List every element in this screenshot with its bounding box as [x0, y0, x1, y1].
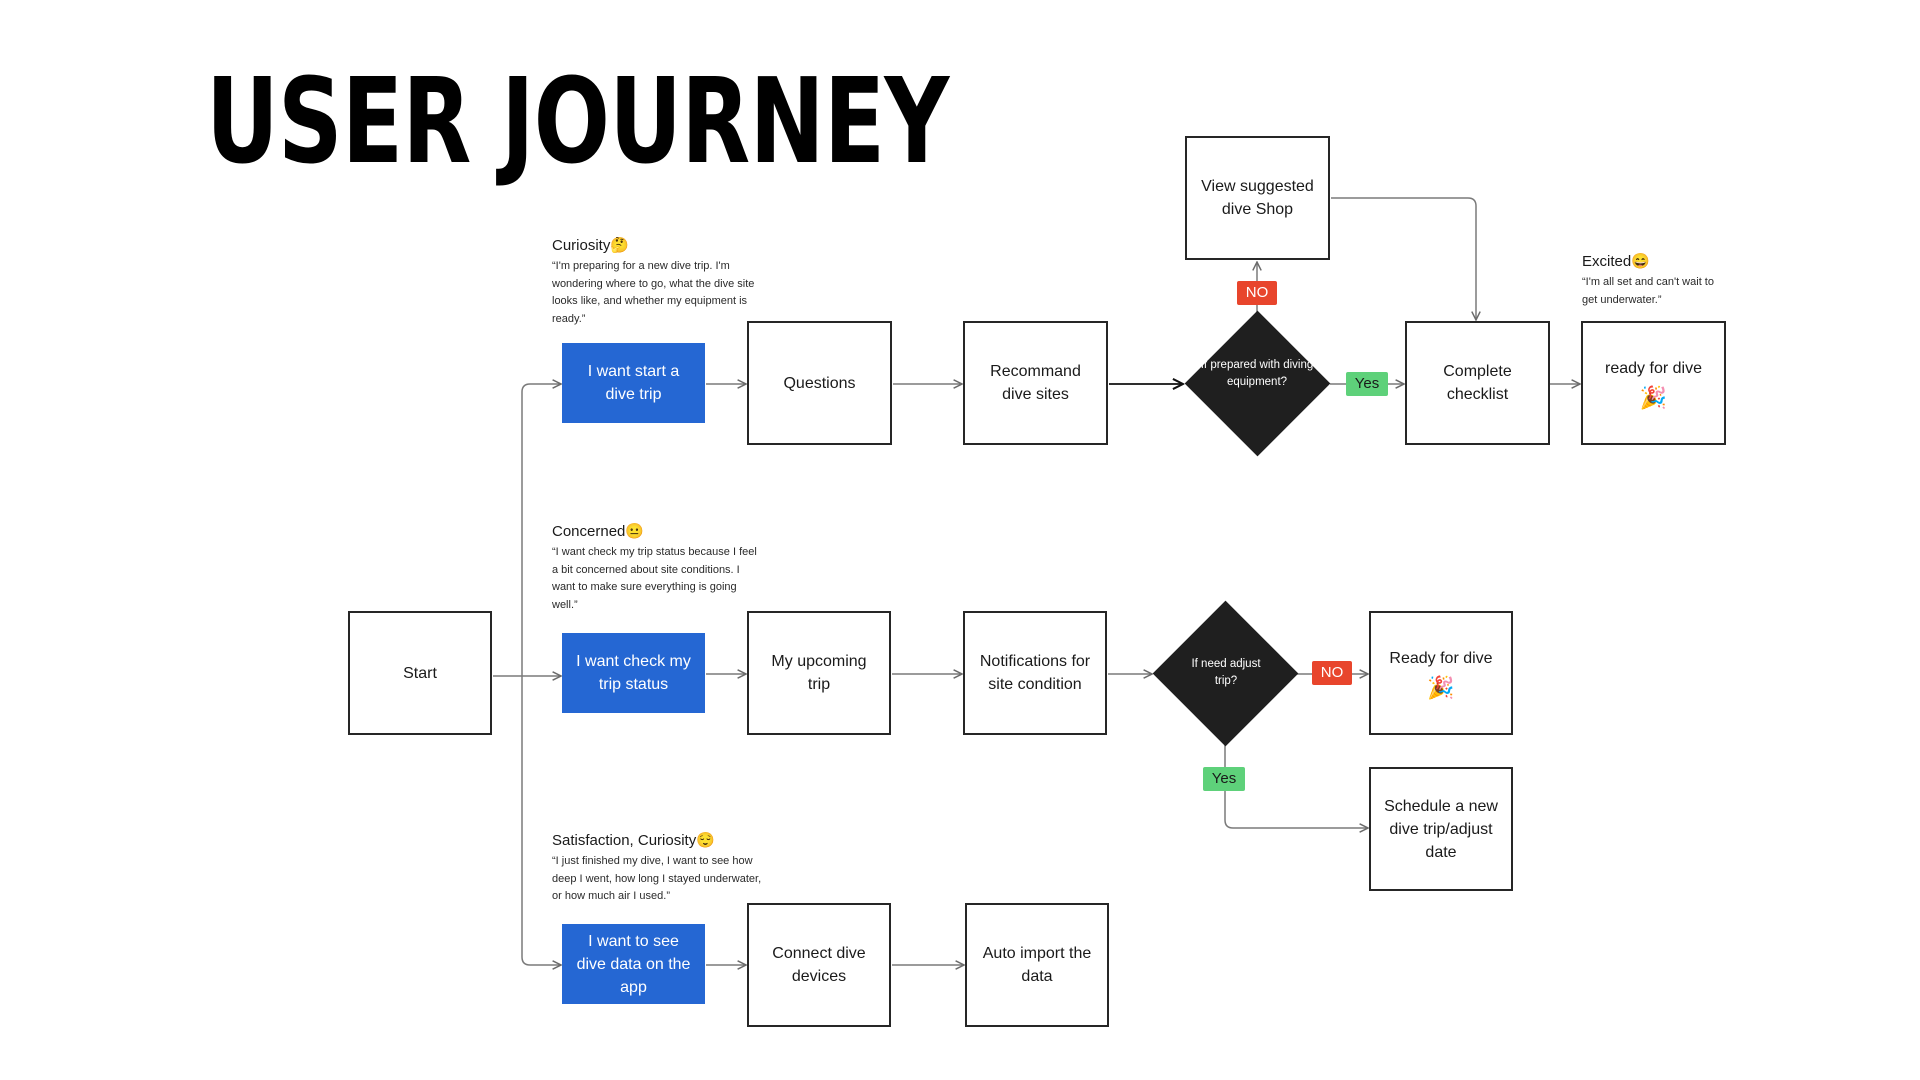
auto-import-node: Auto import the data: [965, 903, 1109, 1027]
intent-check-status: I want check my trip status: [562, 633, 705, 713]
badge-yes-equipment: Yes: [1346, 372, 1388, 396]
emotion-curiosity: Curiosity🤔 “I'm preparing for a new dive…: [552, 236, 762, 328]
party-popper-icon: 🎉: [1427, 675, 1455, 700]
emotion-quote: “I want check my trip status because I f…: [552, 546, 757, 611]
schedule-new-trip-node: Schedule a new dive trip/adjust date: [1369, 767, 1513, 891]
emotion-label: Satisfaction, Curiosity😌: [552, 832, 715, 849]
emotion-quote: “I'm all set and can't wait to get under…: [1582, 276, 1714, 306]
connector-decision-to-schedule: [1224, 736, 1368, 828]
intent-label: I want start a dive trip: [587, 363, 680, 403]
ready-label: Ready for dive: [1389, 650, 1493, 667]
start-node: Start: [348, 611, 492, 735]
view-dive-shop-node: View suggested dive Shop: [1185, 136, 1330, 260]
questions-node: Questions: [747, 321, 892, 445]
node-label: Complete checklist: [1443, 363, 1512, 403]
connector-start-to-intent-top: [521, 384, 561, 676]
badge-yes-adjust: Yes: [1203, 767, 1245, 791]
emotion-label: Excited😄: [1582, 253, 1650, 270]
emotion-label: Curiosity🤔: [552, 237, 630, 254]
connector-start-to-intent-bottom: [521, 676, 561, 965]
ready-for-dive-top-node: ready for dive 🎉: [1581, 321, 1726, 445]
emotion-label: Concerned😐: [552, 523, 645, 540]
my-upcoming-trip-node: My upcoming trip: [747, 611, 891, 735]
node-label: View suggested dive Shop: [1201, 178, 1314, 218]
badge-no-adjust: NO: [1312, 661, 1352, 685]
badge-no-equipment: NO: [1237, 281, 1277, 305]
emotion-excited: Excited😄 “I'm all set and can't wait to …: [1582, 252, 1732, 309]
node-label: Notifications for site condition: [979, 653, 1091, 693]
emotion-quote: “I'm preparing for a new dive trip. I'm …: [552, 260, 755, 325]
connect-devices-node: Connect dive devices: [747, 903, 891, 1027]
party-popper-icon: 🎉: [1639, 385, 1668, 410]
recommend-sites-node: Recommand dive sites: [963, 321, 1108, 445]
connector-shop-to-checklist: [1331, 197, 1476, 320]
intent-see-data: I want to see dive data on the app: [562, 924, 705, 1004]
ready-label: ready for dive: [1605, 360, 1702, 377]
start-label: Start: [403, 664, 437, 682]
node-label: My upcoming trip: [771, 653, 867, 693]
emotion-quote: “I just finished my dive, I want to see …: [552, 855, 762, 902]
decision-adjust-label: If need adjust trip?: [1191, 658, 1261, 687]
intent-label: I want to see dive data on the app: [576, 932, 691, 996]
emotion-concerned: Concerned😐 “I want check my trip status …: [552, 522, 762, 614]
node-label: Ready for dive 🎉: [1389, 647, 1492, 699]
notifications-node: Notifications for site condition: [963, 611, 1107, 735]
node-label: Connect dive devices: [772, 945, 866, 985]
emotion-satisfaction: Satisfaction, Curiosity😌 “I just finishe…: [552, 831, 762, 906]
node-label: Auto import the data: [982, 945, 1092, 985]
intent-start-trip: I want start a dive trip: [562, 343, 705, 423]
complete-checklist-node: Complete checklist: [1405, 321, 1550, 445]
node-label: Recommand dive sites: [990, 363, 1081, 403]
node-label: ready for dive 🎉: [1605, 357, 1702, 409]
intent-label: I want check my trip status: [576, 653, 691, 693]
node-label: Schedule a new dive trip/adjust date: [1384, 797, 1498, 861]
page-title: USER JOURNEY: [206, 52, 949, 190]
decision-equipment-label: If prepared with diving equipment?: [1200, 359, 1314, 388]
node-label: Questions: [783, 374, 856, 392]
ready-for-dive-mid-node: Ready for dive 🎉: [1369, 611, 1513, 735]
